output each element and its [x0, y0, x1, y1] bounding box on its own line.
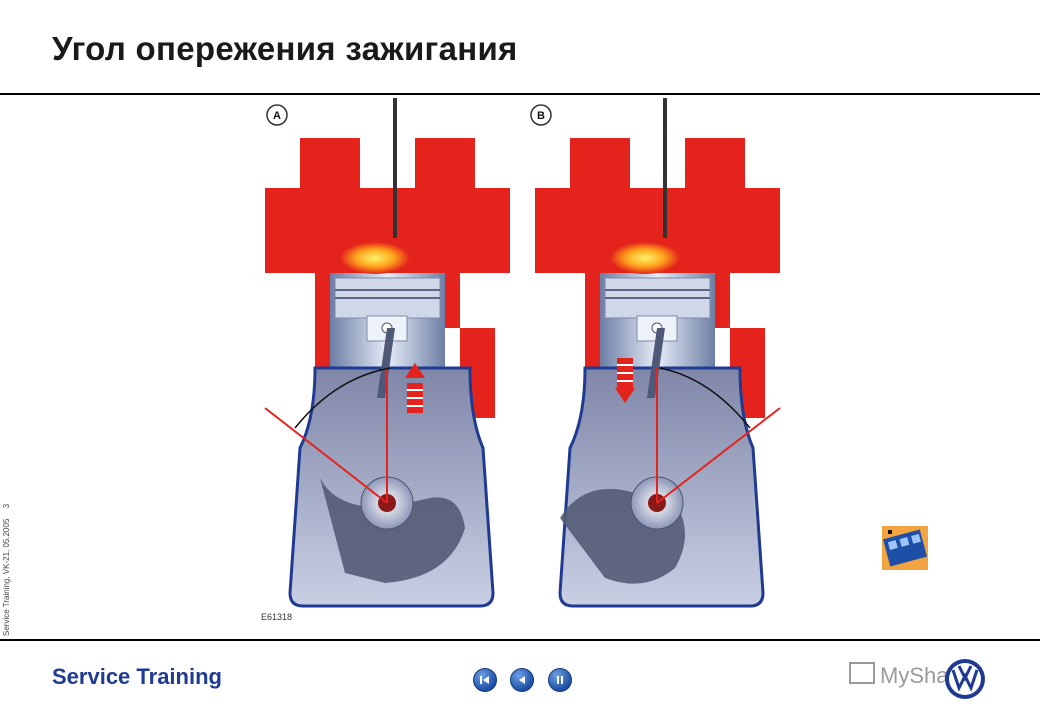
top-divider: [0, 93, 1040, 95]
slide-title: Угол опережения зажигания: [52, 30, 518, 67]
pause-button[interactable]: [548, 668, 572, 692]
pause-icon: [557, 676, 563, 684]
footer-brand: Service Training: [52, 664, 222, 689]
side-info-text: Service Training, VK-21, 05.2005: [2, 518, 11, 636]
engine-illustration: A B: [264, 98, 781, 608]
side-page-number: 3: [2, 503, 11, 509]
vw-logo-icon: [945, 659, 985, 699]
bottom-divider: [0, 639, 1040, 641]
previous-icon: [519, 676, 525, 684]
first-slide-button[interactable]: [473, 668, 497, 692]
engine-label-a: A: [273, 110, 281, 122]
engine-a: A: [264, 98, 510, 608]
figure-code: E61318: [261, 612, 293, 622]
first-slide-icon: [480, 676, 489, 684]
film-media-icon[interactable]: [882, 526, 928, 570]
engine-label-b: B: [537, 110, 545, 122]
side-info: Service Training, VK-21, 05.2005 3: [2, 496, 11, 636]
previous-button[interactable]: [510, 668, 534, 692]
engine-b: B: [530, 98, 781, 608]
